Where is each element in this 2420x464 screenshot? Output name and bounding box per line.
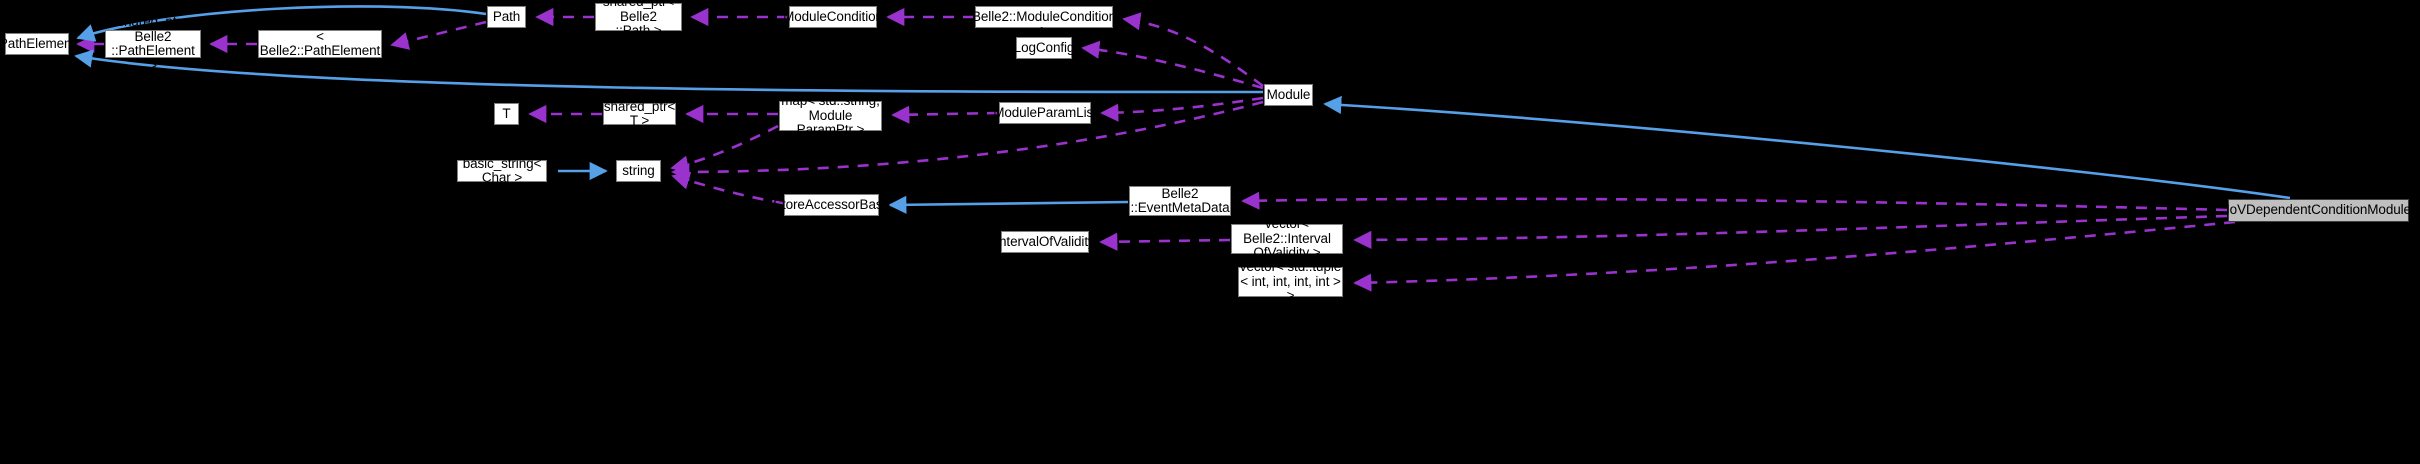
node-vector-tuple-int[interactable]: vector< std::tuple < int, int, int, int … (1238, 259, 1343, 304)
usage-edges (76, 7, 2236, 292)
node-list-shared-ptr-path-element[interactable]: list< std::shared_ptr < Belle2::PathElem… (258, 14, 382, 73)
edge-moduleparamlist-map (891, 105, 999, 124)
edge-iov-vectorinterval (1353, 214, 2228, 249)
edge-module-moduleparamlist (1100, 96, 1264, 122)
node-module[interactable]: Module (1264, 84, 1313, 106)
edge-module-inherits-pathelement (74, 49, 1264, 94)
node-path[interactable]: Path (487, 6, 526, 28)
node-path-element[interactable]: PathElement (0, 33, 75, 55)
node-vector-module-condition[interactable]: vector< Belle2::ModuleCondition > (971, 0, 1117, 39)
edge-iov-vectortuple (1353, 220, 2236, 292)
edge-path-list (390, 20, 487, 50)
node-iov-dependent-condition-module[interactable]: IoVDependentConditionModule (2226, 199, 2411, 222)
edge-iov-storeobjptr (1241, 191, 2228, 212)
edge-map-string (670, 124, 779, 174)
node-module-condition[interactable]: ModuleCondition (783, 6, 883, 28)
edge-vectorinterval-intervalofvalidity (1099, 232, 1231, 251)
node-map-string-module-param-ptr[interactable]: map< std::string, Module ParamPtr > (779, 94, 882, 137)
edge-module-string (671, 100, 1264, 182)
edge-module-logconfig (1081, 40, 1264, 90)
node-shared-ptr-path[interactable]: shared_ptr< Belle2 ::Path > (595, 0, 682, 38)
node-store-accessor-base[interactable]: StoreAccessorBase (773, 194, 890, 216)
edge-storeobjptr-inherits-storeaccessorbase (888, 195, 1129, 214)
edge-iov-inherits-module (1323, 95, 2291, 200)
node-shared-ptr-t[interactable]: shared_ptr< T > (603, 98, 676, 128)
node-log-config[interactable]: LogConfig (1014, 37, 1074, 59)
edge-module-vectormodulecondition (1122, 12, 1264, 88)
edge-storeaccessorbase-string (671, 171, 784, 205)
node-shared-ptr-path-element[interactable]: shared_ptr< Belle2 ::PathElement > (105, 14, 201, 72)
node-t[interactable]: T (494, 103, 519, 125)
node-store-obj-ptr-event-meta-data[interactable]: StoreObjPtr< Belle2 ::EventMetaData > (1129, 171, 1231, 230)
node-string[interactable]: string (616, 160, 661, 182)
node-basic-string-char[interactable]: basic_string< Char > (457, 156, 547, 185)
node-module-param-list[interactable]: ModuleParamList (993, 102, 1097, 124)
node-vector-interval-of-validity[interactable]: vector< Belle2::Interval OfValidity > (1231, 217, 1343, 260)
node-interval-of-validity[interactable]: IntervalOfValidity (995, 231, 1095, 253)
